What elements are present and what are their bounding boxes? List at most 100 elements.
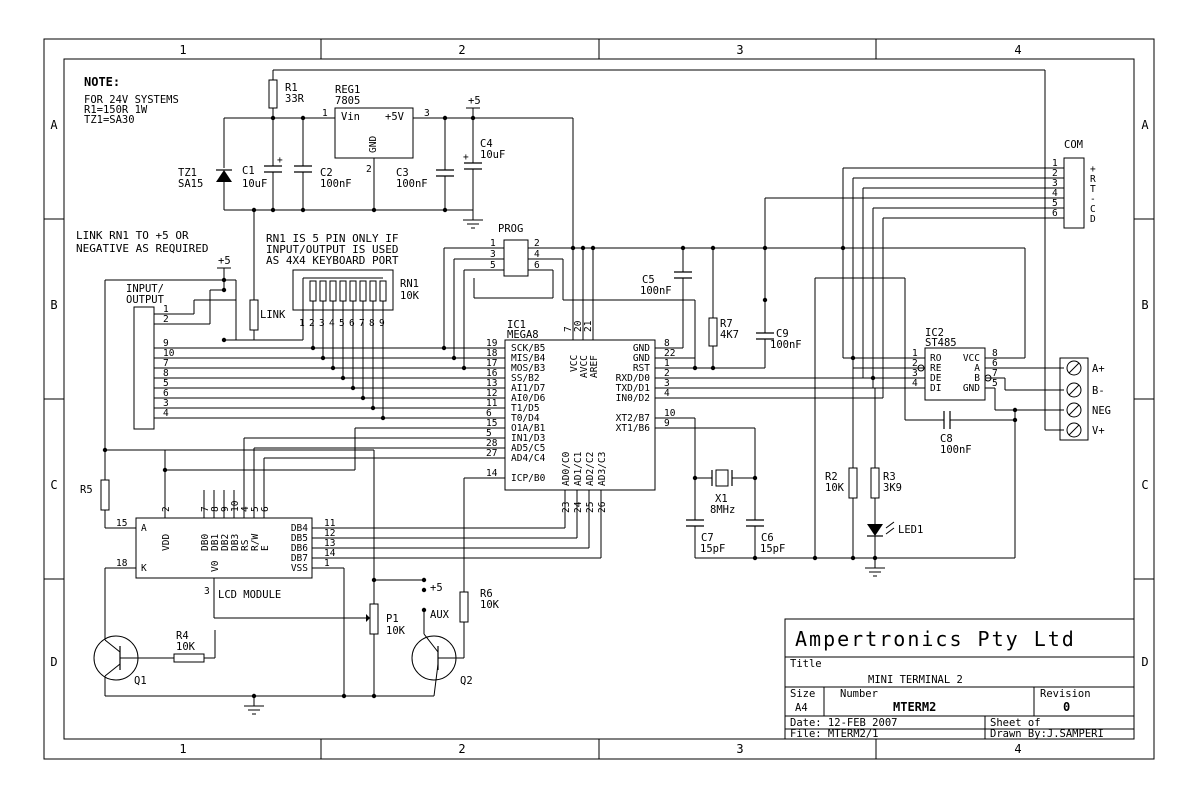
reg1-vin: Vin — [341, 111, 360, 123]
ic1-top-pin: VCC — [569, 355, 580, 372]
com-header — [1063, 157, 1085, 229]
row-label: B — [50, 298, 57, 312]
reg1-pin1: 1 — [322, 108, 328, 119]
ic2-pin-name: RO — [930, 353, 942, 364]
revision-value: 0 — [1063, 700, 1070, 714]
link-note-line: LINK RN1 TO +5 OR — [76, 229, 189, 242]
c2-ref: C2 — [320, 167, 333, 179]
io-pin-number: 9 — [163, 338, 169, 349]
c4-value: 10uF — [480, 149, 505, 161]
potentiometer-p1 — [369, 603, 379, 635]
prog-pin: 1 — [490, 238, 496, 249]
link-note-line: NEGATIVE AS REQUIRED — [76, 242, 208, 255]
prog-pin: 5 — [490, 260, 496, 271]
ic1-pin-number: 17 — [486, 358, 497, 369]
ic1-pin-name: AI1/D7 — [511, 383, 545, 394]
r3-ref: R3 — [883, 471, 896, 483]
screw-slot — [1068, 384, 1080, 396]
ic1-pin-number: 11 — [486, 398, 498, 409]
ic1-pin-name: TXD/D1 — [616, 383, 651, 394]
ic1-part: MEGA8 — [507, 329, 539, 341]
row-label: A — [50, 118, 58, 132]
screw-slot — [1068, 424, 1080, 436]
lcd-pin-name: R/W — [250, 534, 261, 551]
company-name: Ampertronics Pty Ltd — [795, 627, 1076, 651]
rn1-element — [309, 280, 317, 302]
p1-ref: P1 — [386, 613, 399, 625]
ic1-pin-name: GND — [633, 343, 650, 354]
com-pin-label: - — [1090, 194, 1096, 205]
plus5-label: +5 — [218, 255, 231, 267]
com-pin-label: R — [1090, 174, 1096, 185]
lcd-pin-name: DB2 — [220, 534, 231, 551]
row-label: D — [50, 655, 57, 669]
ic1-pin-name: T1/D5 — [511, 403, 540, 414]
ic1-pin-number: 6 — [486, 408, 492, 419]
rn1-note-line: INPUT/OUTPUT IS USED — [266, 243, 398, 256]
c2-value: 100nF — [320, 178, 352, 190]
ic2-pin-number: 2 — [912, 358, 918, 369]
ic1-pin-number: 26 — [597, 501, 608, 513]
ic2-pin-name: DI — [930, 383, 941, 394]
lcd-pin-name: DB5 — [291, 533, 308, 544]
ic2-pin-name: DE — [930, 373, 942, 384]
ic1-pin-number: 12 — [486, 388, 497, 399]
ic1-pin-name: T0/D4 — [511, 413, 540, 424]
terminal-label: V+ — [1092, 425, 1105, 437]
lcd-pin-number: 14 — [324, 548, 336, 559]
ic1-top-pin: AREF — [589, 355, 600, 378]
reset-crystal: C5 100nF R7 4K7 C9 100nF X1 8MHz — [640, 248, 1015, 561]
rn1-pin-number: 9 — [379, 318, 385, 329]
lcd-pin-number: 18 — [116, 558, 128, 569]
wiper-arrow-icon — [366, 614, 370, 622]
revision-label: Revision — [1040, 688, 1091, 700]
reg1-vout: +5V — [385, 111, 405, 123]
aux-label: AUX — [430, 609, 450, 621]
ic1-pin-name: RST — [633, 363, 650, 374]
size-label: Size — [790, 688, 815, 700]
resistor-r7 — [708, 317, 718, 347]
rn1-pin-number: 4 — [329, 318, 335, 329]
c3-value: 100nF — [396, 178, 428, 190]
ic1-pin-number: 9 — [664, 418, 670, 429]
screw-slot — [1068, 404, 1080, 416]
r3-value: 3K9 — [883, 482, 902, 494]
row-label: C — [1141, 478, 1148, 492]
ic1-pin-number: 23 — [561, 502, 572, 513]
col-label: 2 — [458, 742, 465, 756]
lcd-pin-number: 13 — [324, 538, 335, 549]
lcd-pin-name: A — [141, 523, 147, 534]
lcd-pin-name: DB0 — [200, 534, 211, 551]
rn1-pin-number: 3 — [319, 318, 325, 329]
lcd-pin-name: DB4 — [291, 523, 308, 534]
ic1-pin-name: AD1/C1 — [573, 451, 584, 486]
ic1-pin-number: 5 — [486, 428, 492, 439]
c5-value: 100nF — [640, 285, 672, 297]
io-pin-number: 5 — [163, 378, 169, 389]
ic1-pin-number: 8 — [664, 338, 670, 349]
c9-value: 100nF — [770, 339, 802, 351]
crystal-x1 — [715, 469, 729, 487]
screw-terminal-icon — [1066, 422, 1082, 438]
ic2-pin-name: VCC — [963, 353, 980, 364]
note-line: R1=150R 1W — [84, 104, 148, 116]
note-line: TZ1=SA30 — [84, 114, 135, 126]
rn1-element — [369, 280, 377, 302]
lcd-pin-number: 15 — [116, 518, 127, 529]
lcd-pin-name: DB7 — [291, 553, 308, 564]
rn1-pin-number: 5 — [339, 318, 345, 329]
p1-value: 10K — [386, 625, 406, 637]
ic2-pin-name: A — [974, 363, 980, 374]
lcd-pin-name: E — [260, 545, 271, 551]
ic2-st485: IC2 ST485 — [924, 327, 986, 401]
lcd-pin-number: 12 — [324, 528, 335, 539]
r1-value: 33R — [285, 93, 305, 105]
rn1-pin-number: 7 — [359, 318, 365, 329]
r6-value: 10K — [480, 599, 500, 611]
col-label: 4 — [1014, 43, 1021, 57]
c8-value: 100nF — [940, 444, 972, 456]
ic1-pin-name: AD2/C2 — [585, 452, 596, 486]
